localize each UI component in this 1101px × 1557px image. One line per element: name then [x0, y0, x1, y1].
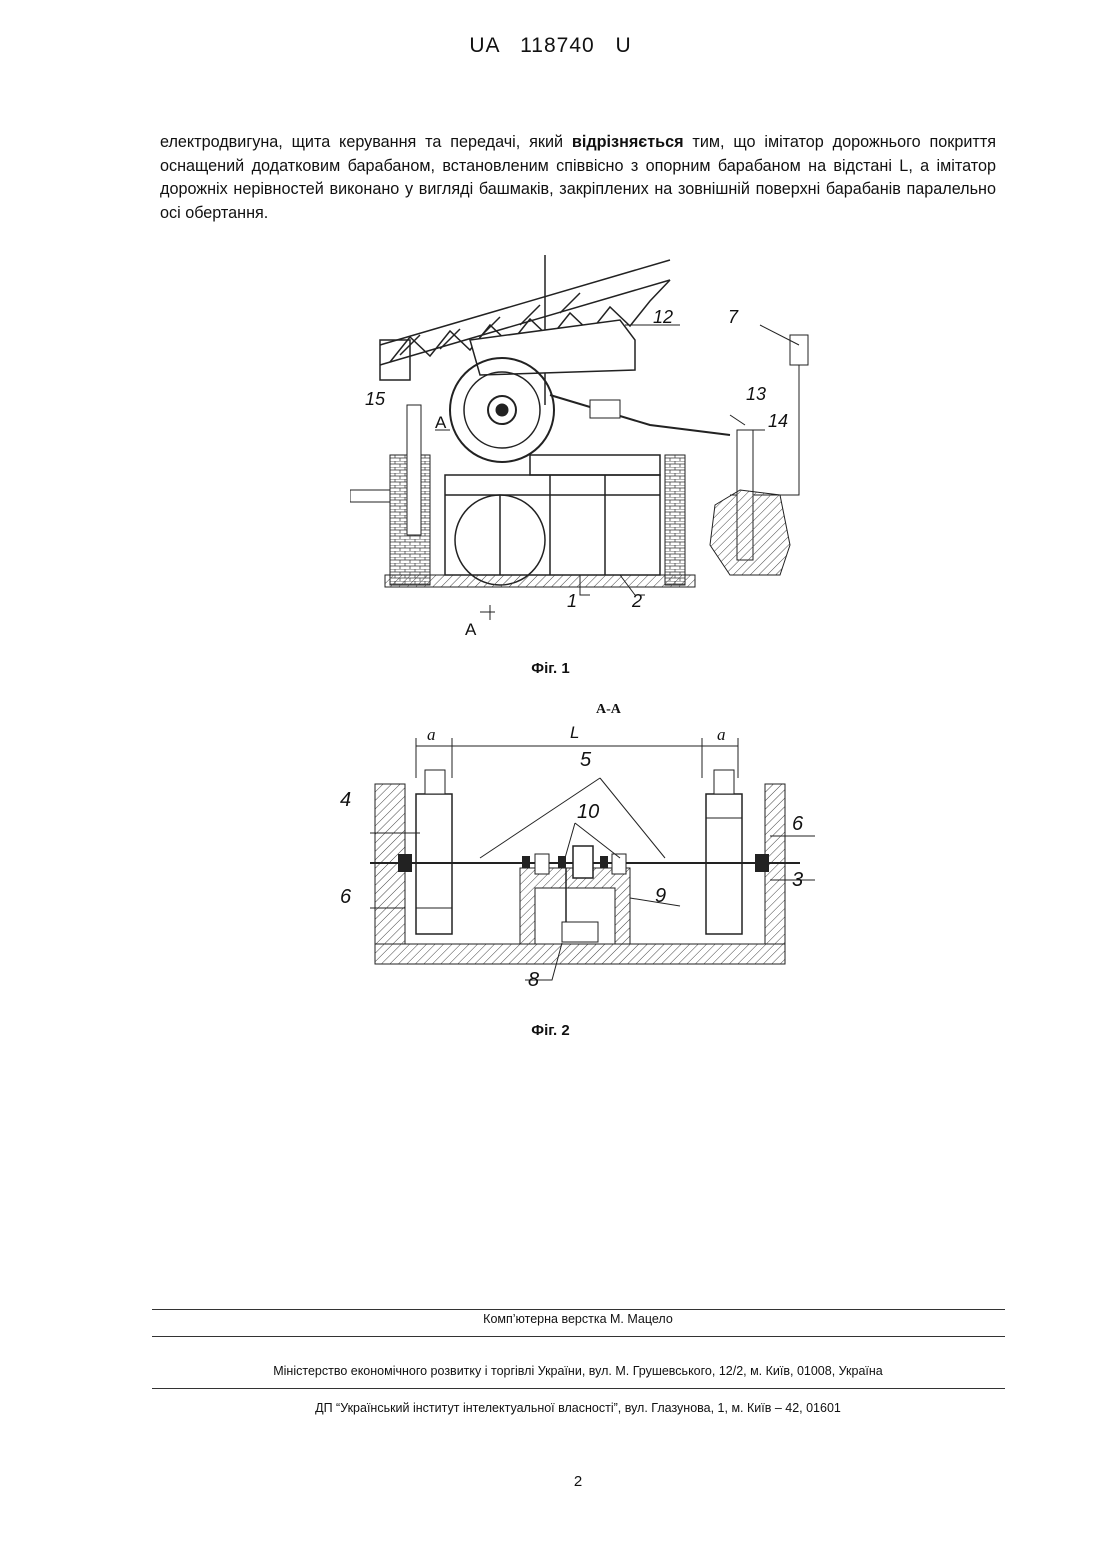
- dim-a-right: a: [717, 725, 726, 744]
- document-number-header: UA 118740 U: [0, 34, 1101, 58]
- footer-rule-1: [152, 1309, 1005, 1310]
- label-1: 1: [567, 591, 577, 611]
- label-5: 5: [580, 749, 592, 771]
- test-stand-frame: [445, 455, 660, 585]
- label-13: 13: [746, 384, 766, 404]
- figure-2-drawing: a L a 5 4 10 6 3 6 9 8: [330, 718, 830, 998]
- machine-body: [470, 320, 635, 375]
- right-brick-wall: [665, 455, 685, 585]
- control-cabinet: [790, 335, 808, 365]
- claim-text-emphasis: відрізняється: [572, 133, 684, 151]
- label-14: 14: [768, 411, 788, 431]
- page-number: 2: [0, 1473, 1101, 1490]
- label-15: 15: [365, 389, 386, 409]
- ground-hatch-right: [710, 490, 790, 575]
- claim-paragraph: електродвигуна, щита керування та переда…: [160, 131, 996, 225]
- figure-1-caption: Фіг. 1: [0, 660, 1101, 677]
- label-10: 10: [577, 801, 599, 823]
- foundation: [385, 575, 695, 587]
- gear-10: [573, 846, 593, 878]
- pit-base: [375, 944, 785, 964]
- figure-2-section-title: A-A: [596, 702, 621, 718]
- drive-link: [550, 395, 730, 435]
- footer-rule-2: [152, 1336, 1005, 1337]
- dim-a-left: a: [427, 725, 436, 744]
- label-6-left: 6: [340, 886, 352, 908]
- figure-1-drawing: 12 7 15 13 14 A 1 2 A: [350, 245, 820, 645]
- footer-rule-3: [152, 1388, 1005, 1389]
- layout-credit: Комп’ютерна верстка М. Мацело: [0, 1312, 1101, 1326]
- label-4: 4: [340, 789, 351, 811]
- institute-address: ДП “Український інститут інтелектуальної…: [0, 1401, 1101, 1415]
- label-2: 2: [631, 591, 642, 611]
- label-3: 3: [792, 869, 803, 891]
- claim-text-part1: електродвигуна, щита керування та переда…: [160, 133, 572, 151]
- motor-8: [562, 922, 598, 942]
- ministry-address: Міністерство економічного розвитку і тор…: [0, 1364, 1101, 1378]
- label-12: 12: [653, 307, 673, 327]
- figure-2-caption: Фіг. 2: [0, 1022, 1101, 1039]
- label-section-A-top: A: [435, 413, 447, 432]
- label-6-right: 6: [792, 813, 804, 835]
- dim-L: L: [570, 723, 579, 742]
- label-8: 8: [528, 969, 539, 991]
- label-7: 7: [728, 307, 739, 327]
- label-section-A-bottom: A: [465, 620, 477, 639]
- label-9: 9: [655, 885, 666, 907]
